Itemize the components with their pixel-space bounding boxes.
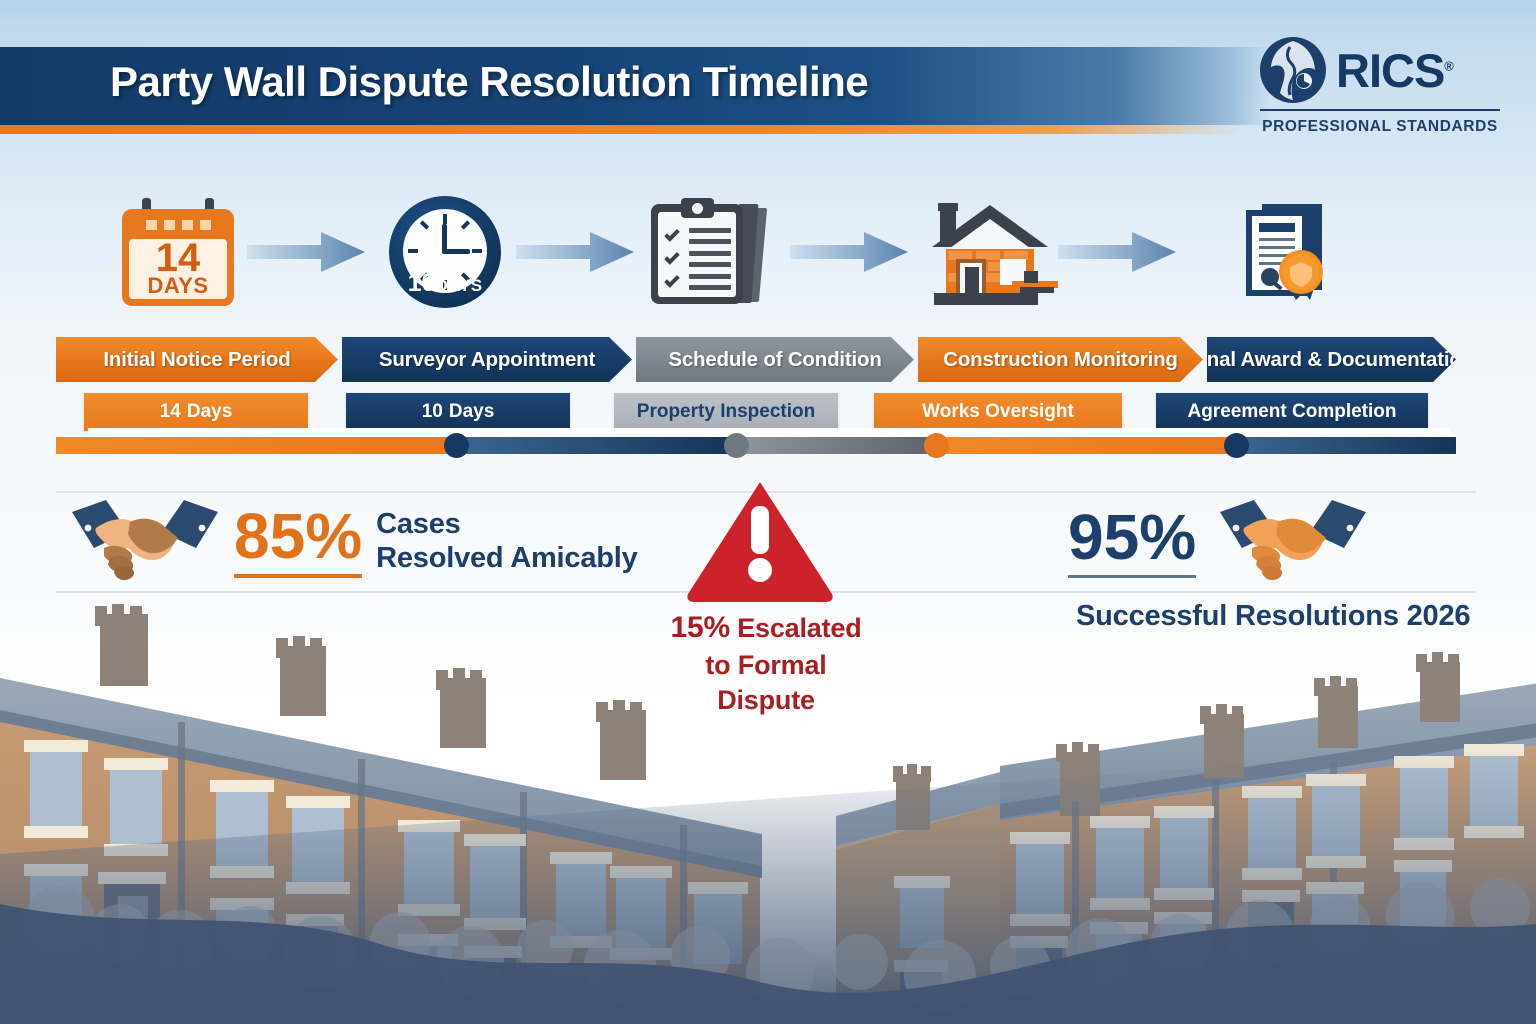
stage-detail-unit-1: Days — [186, 401, 233, 422]
track-node-3[interactable] — [924, 433, 949, 458]
clock-icon: 10DAYS — [389, 196, 501, 308]
stat-center-percent: 15% — [670, 611, 730, 644]
track-segment-4 — [936, 437, 1236, 454]
stat-right-caption: Successful Resolutions 2026 — [1076, 600, 1471, 632]
stage-detail-text-3: Property Inspection — [636, 401, 816, 422]
stage-detail-value-1: 14 — [159, 401, 181, 422]
stage-chevron-2[interactable]: Surveyor Appointment — [342, 337, 632, 382]
stat-left-line1: Cases — [376, 507, 461, 540]
page-title: Party Wall Dispute Resolution Timeline — [110, 58, 869, 105]
stage-icon-3 — [640, 182, 790, 322]
track-segment-2 — [456, 437, 736, 454]
house-construction-icon — [932, 203, 1058, 305]
stage-detail-unit-2: Days — [448, 401, 495, 422]
rics-tagline: PROFESSIONAL STANDARDS — [1262, 118, 1498, 135]
stat-left-text: Cases Resolved Amicably — [376, 507, 638, 575]
arrow-right-icon — [1058, 232, 1176, 272]
track-node-1[interactable] — [444, 433, 469, 458]
stage-detail-3: Property Inspection — [614, 393, 838, 431]
track-segments — [56, 433, 1456, 458]
stage-icon-2: 10DAYS — [370, 182, 520, 322]
stage-detail-value-2: 10 — [421, 401, 443, 422]
arrow-right-icon — [247, 232, 365, 272]
timeline-progress-track — [56, 428, 1456, 458]
stage-chevron-row: Initial Notice Period Surveyor Appointme… — [56, 337, 1456, 382]
stat-left-line2: Resolved Amicably — [376, 542, 638, 574]
stat-right-percent: 95% — [1068, 505, 1197, 578]
track-segment-5 — [1236, 437, 1456, 454]
header-band — [0, 47, 1270, 125]
stage-label-2: Surveyor Appointment — [378, 347, 596, 371]
stat-center-line1: Escalated — [737, 613, 862, 643]
rics-globe-icon — [1260, 37, 1326, 103]
stage-label-5: Final Award & Documentation — [1188, 347, 1475, 371]
warning-triangle-icon — [687, 482, 833, 602]
terraced-houses-illustration — [0, 604, 1536, 1024]
clock-days-unit: DAYS — [435, 276, 483, 295]
stage-detail-5: Agreement Completion — [1156, 393, 1428, 431]
clock-days-value: 10 — [407, 269, 436, 297]
rics-brand-text: RICS — [1336, 43, 1445, 97]
track-node-2[interactable] — [724, 433, 749, 458]
handshake-icon — [1220, 500, 1367, 581]
stage-label-1: Initial Notice Period — [103, 347, 291, 371]
stage-icon-1: 14 DAYS — [103, 182, 253, 322]
rics-logo: RICS® PROFESSIONAL STANDARDS — [1260, 34, 1500, 144]
calendar-days-unit: DAYS — [147, 273, 209, 298]
clipboard-checklist-icon — [651, 198, 779, 306]
stage-chevron-1[interactable]: Initial Notice Period — [56, 337, 338, 382]
calendar-icon: 14 DAYS — [122, 198, 234, 306]
stage-detail-text-5: Agreement Completion — [1187, 401, 1397, 422]
track-segment-3 — [736, 437, 936, 454]
stage-chevron-5[interactable]: Final Award & Documentation — [1207, 337, 1456, 382]
stage-detail-text-4: Works Oversight — [922, 401, 1074, 422]
stat-center-text: 15% Escalated to Formal Dispute — [656, 608, 876, 719]
track-highlight — [88, 428, 1450, 439]
calendar-days-value: 14 — [155, 236, 201, 280]
header-accent-rule — [0, 125, 1240, 134]
trademark-symbol: ® — [1444, 57, 1454, 73]
certificate-award-icon — [1246, 204, 1323, 300]
logo-divider — [1260, 109, 1500, 111]
timeline-icon-row: 14 DAYS 10DAYS — [0, 182, 1536, 322]
stage-detail-4: Works Oversight — [874, 393, 1122, 431]
stage-icon-5 — [1215, 182, 1365, 322]
stage-label-3: Schedule of Condition — [668, 347, 882, 371]
arrow-right-icon — [790, 232, 908, 272]
stage-icon-4 — [915, 182, 1065, 322]
stage-label-4: Construction Monitoring — [943, 347, 1178, 371]
track-node-4[interactable] — [1224, 433, 1249, 458]
stage-chevron-3[interactable]: Schedule of Condition — [636, 337, 914, 382]
handshake-icon — [72, 500, 218, 581]
stage-chevron-4[interactable]: Construction Monitoring — [918, 337, 1203, 382]
stat-center-line2: to Formal Dispute — [705, 649, 827, 716]
stat-left-percent: 85% — [234, 504, 363, 578]
arrow-right-icon — [516, 232, 634, 272]
rics-wordmark: RICS® — [1336, 43, 1454, 97]
stat-left: 85% Cases Resolved Amicably — [70, 498, 638, 584]
stat-right: 95% — [1068, 498, 1378, 584]
track-segment-1 — [56, 437, 456, 454]
